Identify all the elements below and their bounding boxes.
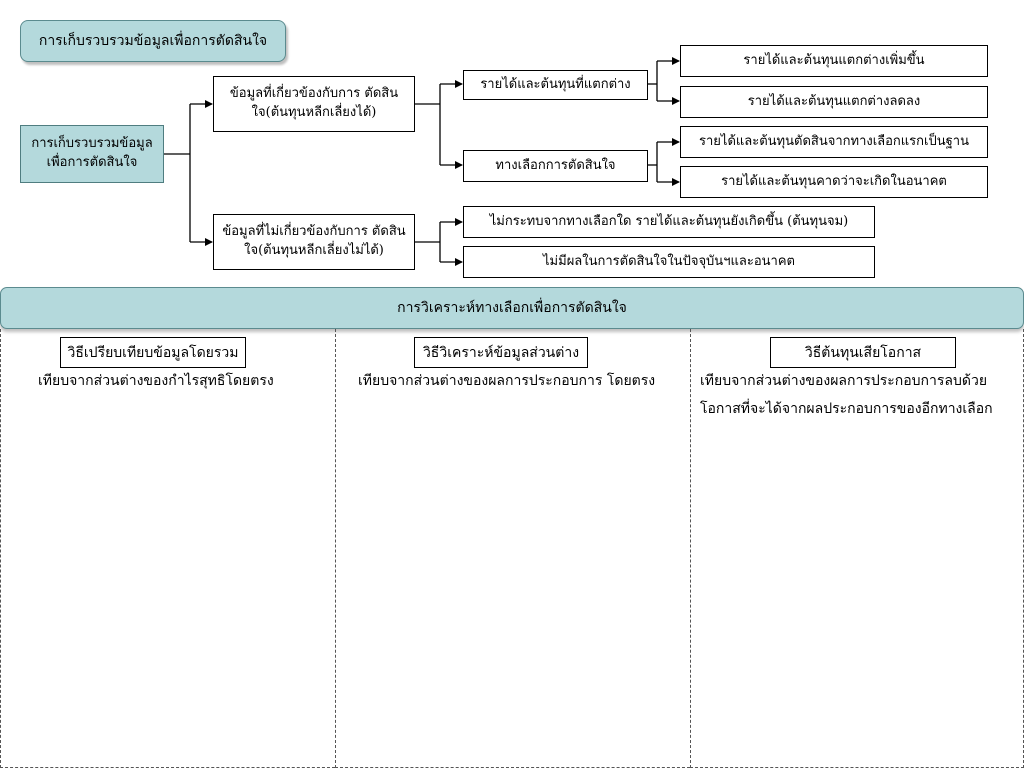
sunk-cost-node: ไม่กระทบจากทางเลือกใด รายได้และต้นทุนยัง…	[463, 206, 875, 238]
tree-connectors	[164, 57, 680, 266]
increased-revenue-cost-node: รายได้และต้นทุนแตกต่างเพิ่มขึ้น	[680, 45, 988, 77]
no-effect-node: ไม่มีผลในการตัดสินใจในปัจจุบันฯและอนาคต	[463, 246, 875, 278]
diagram-title-tab: การเก็บรวบรวมข้อมูลเพื่อการตัดสินใจ	[20, 20, 286, 62]
method-title-differential: วิธีวิเคราะห์ข้อมูลส่วนต่าง	[414, 337, 588, 368]
future-expected-node: รายได้และต้นทุนคาดว่าจะเกิดในอนาคต	[680, 166, 988, 198]
relevant-info-node: ข้อมูลที่เกี่ยวข้องกับการ ตัดสินใจ(ต้นทุ…	[213, 76, 415, 132]
method-desc-comparison: เทียบจากส่วนต่างของกำไรสุทธิโดยตรง	[38, 373, 274, 389]
method-title-comparison: วิธีเปรียบเทียบข้อมูลโดยรวม	[60, 337, 246, 368]
method-desc-opportunity-cost-line2: โอกาสที่จะได้จากผลประกอบการของอีกทางเลือ…	[700, 401, 993, 417]
decreased-revenue-cost-node: รายได้และต้นทุนแตกต่างลดลง	[680, 86, 988, 118]
method-desc-differential: เทียบจากส่วนต่างของผลการประกอบการ โดยตรง	[358, 373, 656, 389]
decision-alternative-node: ทางเลือกการตัดสินใจ	[463, 150, 648, 182]
root-node: การเก็บรวบรวมข้อมูล เพื่อการตัดสินใจ	[20, 125, 164, 183]
irrelevant-info-node: ข้อมูลที่ไม่เกี่ยวข้องกับการ ตัดสินใจ(ต้…	[213, 214, 415, 270]
analysis-band: การวิเคราะห์ทางเลือกเพื่อการตัดสินใจ	[0, 287, 1024, 329]
method-title-opportunity-cost: วิธีต้นทุนเสียโอกาส	[770, 337, 956, 368]
differential-revenue-cost-node: รายได้และต้นทุนที่แตกต่าง	[463, 70, 648, 100]
base-alternative-node: รายได้และต้นทุนตัดสินจากทางเลือกแรกเป็นฐ…	[680, 126, 988, 158]
method-desc-opportunity-cost-line1: เทียบจากส่วนต่างของผลการประกอบการลบด้วย	[700, 373, 988, 389]
